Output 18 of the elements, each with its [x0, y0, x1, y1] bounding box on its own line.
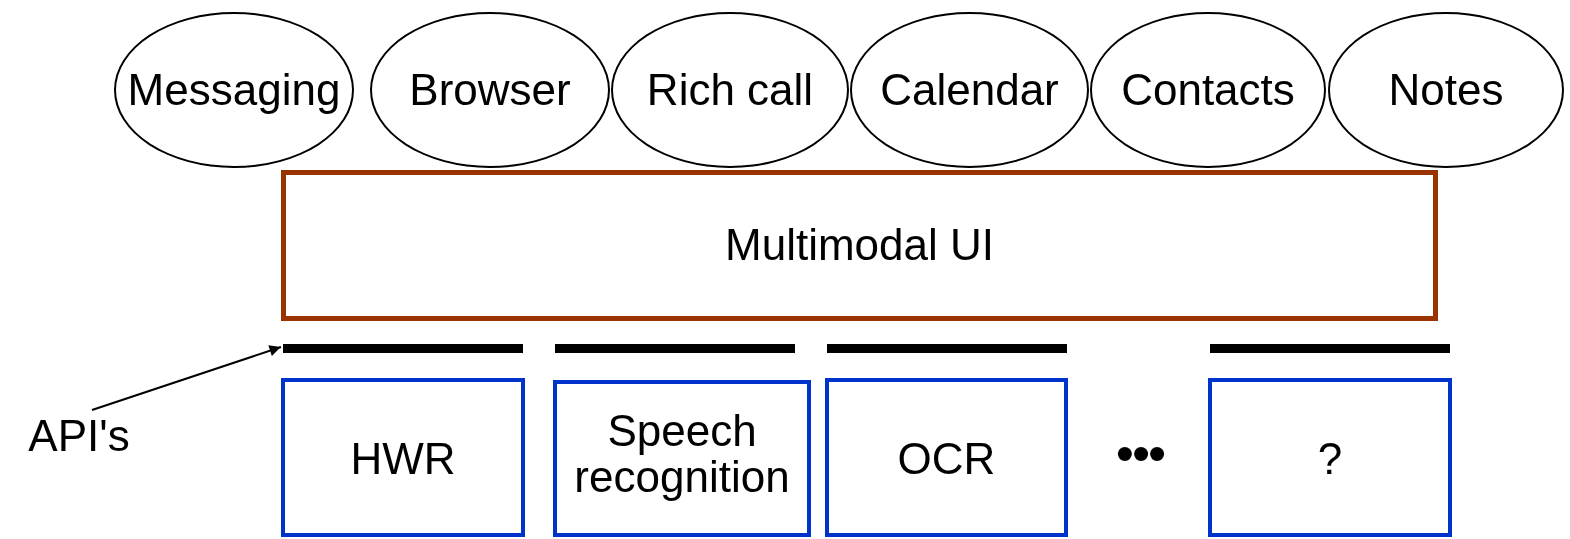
api-label: API's: [14, 410, 144, 462]
engine-box: OCR: [825, 378, 1068, 537]
ellipsis-dots: •••: [1114, 425, 1166, 481]
engine-box: Speech recognition: [553, 380, 811, 537]
application-ellipse: Contacts: [1090, 12, 1326, 168]
api-bar: [1210, 344, 1450, 353]
ui-layer-box: Multimodal UI: [281, 170, 1438, 321]
engine-box: HWR: [281, 378, 525, 537]
application-ellipse: Messaging: [114, 12, 354, 168]
leader-arrow: [91, 345, 282, 411]
application-ellipse: Browser: [370, 12, 610, 168]
application-ellipse: Calendar: [850, 12, 1089, 168]
api-bar: [555, 344, 795, 353]
api-bar: [283, 344, 523, 353]
engine-box: ?: [1208, 378, 1452, 537]
application-ellipse: Notes: [1328, 12, 1564, 168]
application-ellipse: Rich call: [611, 12, 849, 168]
api-bar: [827, 344, 1067, 353]
